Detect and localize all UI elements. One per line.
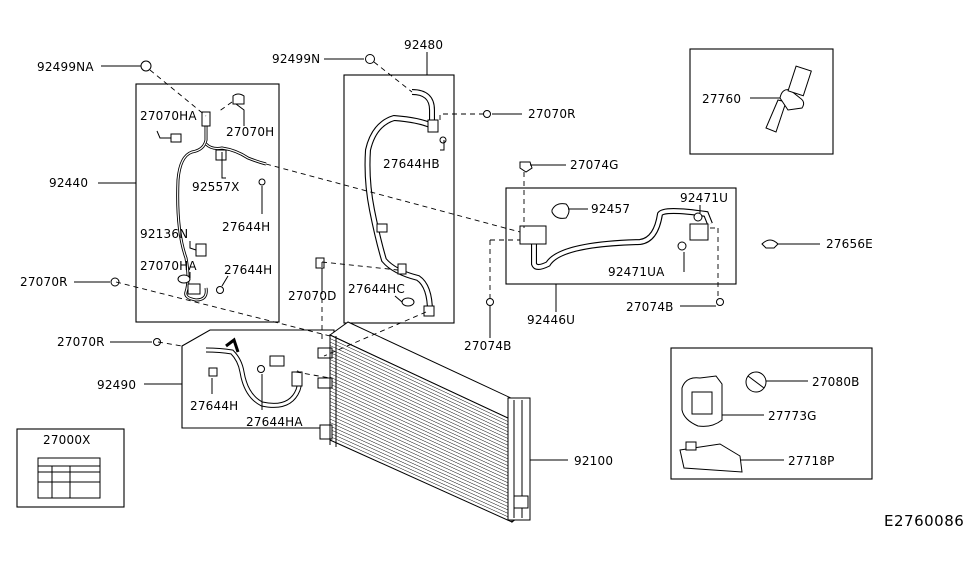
group-box-92446u bbox=[505, 187, 737, 285]
label-27070h: 27070H bbox=[226, 125, 274, 139]
leader-lines bbox=[74, 52, 820, 461]
label-92457: 92457 bbox=[591, 202, 630, 216]
label-27760: 27760 bbox=[702, 92, 741, 106]
label-27656e: 27656E bbox=[826, 237, 873, 251]
label-27070r-top: 27070R bbox=[528, 107, 576, 121]
pipe-92446u bbox=[519, 161, 713, 270]
clip-27656e bbox=[761, 239, 779, 249]
label-27644ha: 27644HA bbox=[246, 415, 303, 429]
label-27070r-left: 27070R bbox=[20, 275, 68, 289]
label-27773g: 27773G bbox=[768, 409, 817, 423]
label-27718p: 27718P bbox=[788, 454, 835, 468]
label-27644h-low: 27644H bbox=[190, 399, 238, 413]
label-27070ha-top: 27070HA bbox=[140, 109, 197, 123]
label-92499na: 92499NA bbox=[37, 60, 94, 74]
pressure-sensor-27760 bbox=[765, 65, 812, 133]
label-92446u: 92446U bbox=[527, 313, 575, 327]
dashed-connectors bbox=[115, 61, 719, 379]
label-27644h-left: 27644H bbox=[222, 220, 270, 234]
label-92471u: 92471U bbox=[680, 191, 728, 205]
label-92136n: 92136N bbox=[140, 227, 188, 241]
label-27070r-mid: 27070R bbox=[57, 335, 105, 349]
label-27070d: 27070D bbox=[288, 289, 337, 303]
label-27074g: 27074G bbox=[570, 158, 619, 172]
label-27644h-mid: 27644H bbox=[224, 263, 272, 277]
label-27080b: 27080B bbox=[812, 375, 860, 389]
group-box-92480 bbox=[343, 74, 455, 324]
receiver-parts bbox=[679, 371, 767, 473]
condenser bbox=[317, 321, 531, 523]
group-box-27773g bbox=[670, 347, 873, 480]
label-92499n: 92499N bbox=[272, 52, 320, 66]
hose-92440 bbox=[140, 60, 267, 302]
label-plate-27000x bbox=[37, 457, 101, 499]
group-box-92440 bbox=[135, 83, 280, 323]
diagram-code: E2760086 bbox=[884, 512, 964, 530]
label-92557x: 92557X bbox=[192, 180, 240, 194]
label-27644hb: 27644HB bbox=[383, 157, 440, 171]
label-92440: 92440 bbox=[49, 176, 88, 190]
group-box-92490 bbox=[181, 329, 335, 429]
label-92100: 92100 bbox=[574, 454, 613, 468]
group-box-27760 bbox=[689, 48, 834, 155]
label-92471ua: 92471UA bbox=[608, 265, 665, 279]
label-92480: 92480 bbox=[404, 38, 443, 52]
group-box-27000x bbox=[16, 428, 125, 508]
label-92490: 92490 bbox=[97, 378, 136, 392]
label-27000x: 27000X bbox=[43, 433, 91, 447]
label-27074b-right: 27074B bbox=[626, 300, 674, 314]
label-27074b-mid: 27074B bbox=[464, 339, 512, 353]
label-27644hc: 27644HC bbox=[348, 282, 405, 296]
pipe-92480 bbox=[364, 54, 447, 317]
label-27070ha-low: 27070HA bbox=[140, 259, 197, 273]
